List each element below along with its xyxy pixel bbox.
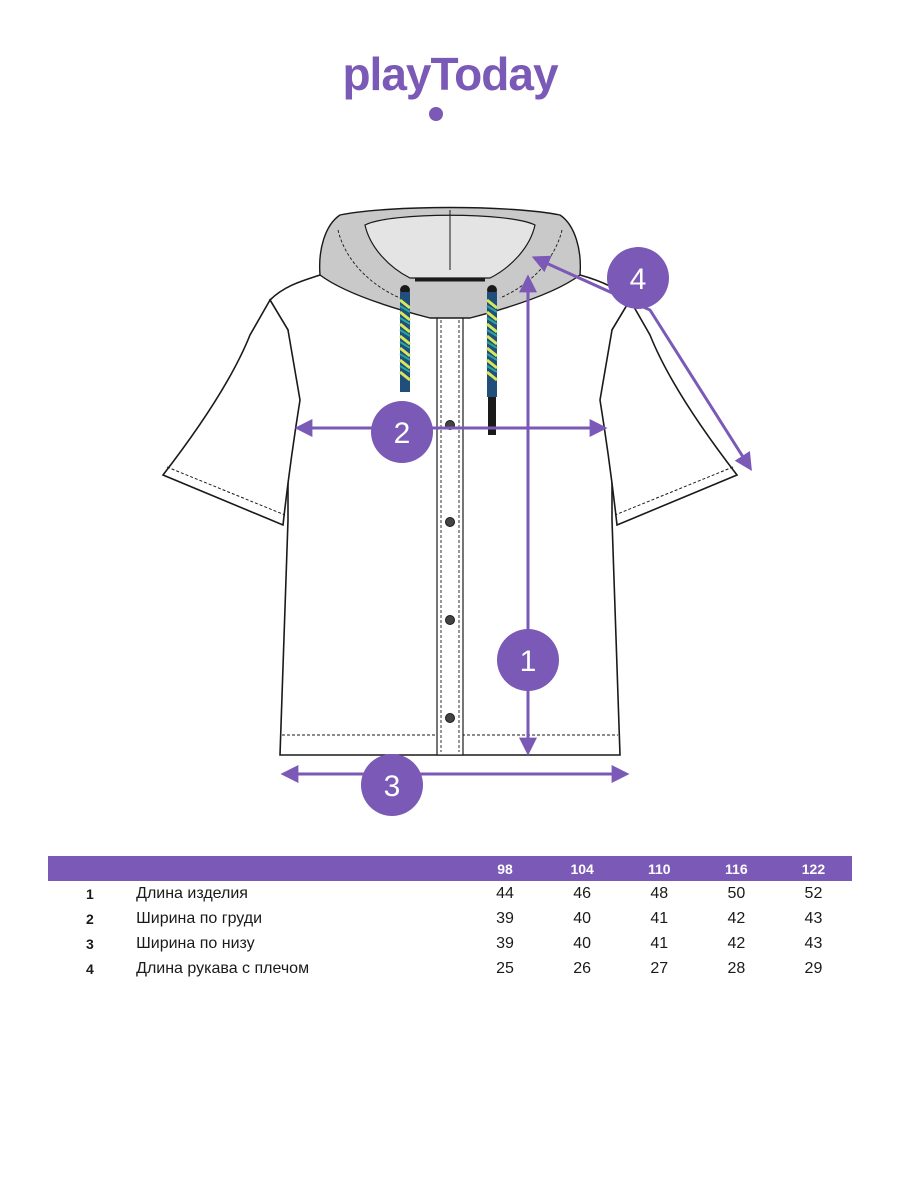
row-index: 1 (86, 885, 94, 902)
row-value: 43 (804, 934, 823, 952)
table-row: 4 Длина рукава с плечом 25 26 27 28 29 (48, 956, 852, 981)
header-size-122: 122 (801, 860, 826, 877)
marker-1-label: 1 (520, 645, 537, 678)
row-value: 41 (650, 934, 669, 952)
row-value: 29 (804, 959, 823, 977)
row-index: 4 (86, 960, 94, 977)
row-index: 3 (86, 935, 94, 952)
row-value: 43 (804, 909, 823, 927)
row-value: 39 (496, 909, 514, 927)
drawstring-left (399, 285, 411, 392)
row-value: 41 (650, 909, 669, 927)
header-size-104: 104 (570, 860, 594, 877)
brand-logo-icon: playToday (342, 48, 560, 121)
row-value: 25 (496, 959, 514, 977)
row-label: Ширина по груди (136, 909, 263, 927)
header-size-116: 116 (725, 860, 748, 877)
row-value: 46 (573, 884, 592, 902)
row-label: Ширина по низу (136, 934, 255, 952)
marker-2: 2 (371, 401, 433, 463)
row-value: 28 (727, 959, 746, 977)
row-value: 44 (496, 884, 514, 902)
measure-arrow-4 (531, 255, 752, 472)
marker-3: 3 (361, 754, 423, 816)
row-value: 42 (727, 909, 746, 927)
row-value: 42 (727, 934, 746, 952)
row-value: 48 (650, 884, 669, 902)
header-index (48, 856, 136, 881)
size-table-header: 98 104 110 116 122 (48, 856, 852, 881)
row-value: 40 (573, 909, 592, 927)
row-label: Длина изделия (136, 884, 248, 902)
row-value: 52 (804, 884, 823, 902)
marker-2-label: 2 (394, 417, 411, 450)
row-value: 40 (573, 934, 592, 952)
header-label (136, 856, 466, 881)
row-value: 50 (727, 884, 746, 902)
table-row: 1 Длина изделия 44 46 48 50 52 (48, 881, 852, 906)
marker-1: 1 (497, 629, 559, 691)
table-row: 2 Ширина по груди 39 40 41 42 43 (48, 906, 852, 931)
drawstring-right (486, 285, 498, 435)
size-table: 98 104 110 116 122 1 Длина изделия 44 46… (48, 856, 852, 981)
row-value: 26 (573, 959, 592, 977)
svg-text:playToday: playToday (342, 48, 559, 100)
row-value: 39 (496, 934, 514, 952)
garment-diagram: 1 2 3 4 (161, 206, 752, 816)
row-value: 27 (650, 959, 669, 977)
row-index: 2 (86, 910, 94, 927)
marker-4-label: 4 (630, 263, 647, 296)
header-size-110: 110 (647, 860, 671, 877)
marker-4: 4 (607, 247, 669, 309)
row-label: Длина рукава с плечом (136, 959, 310, 977)
header-size-98: 98 (497, 860, 513, 877)
table-row: 3 Ширина по низу 39 40 41 42 43 (48, 931, 852, 956)
left-sleeve (161, 298, 301, 527)
marker-3-label: 3 (384, 770, 401, 803)
